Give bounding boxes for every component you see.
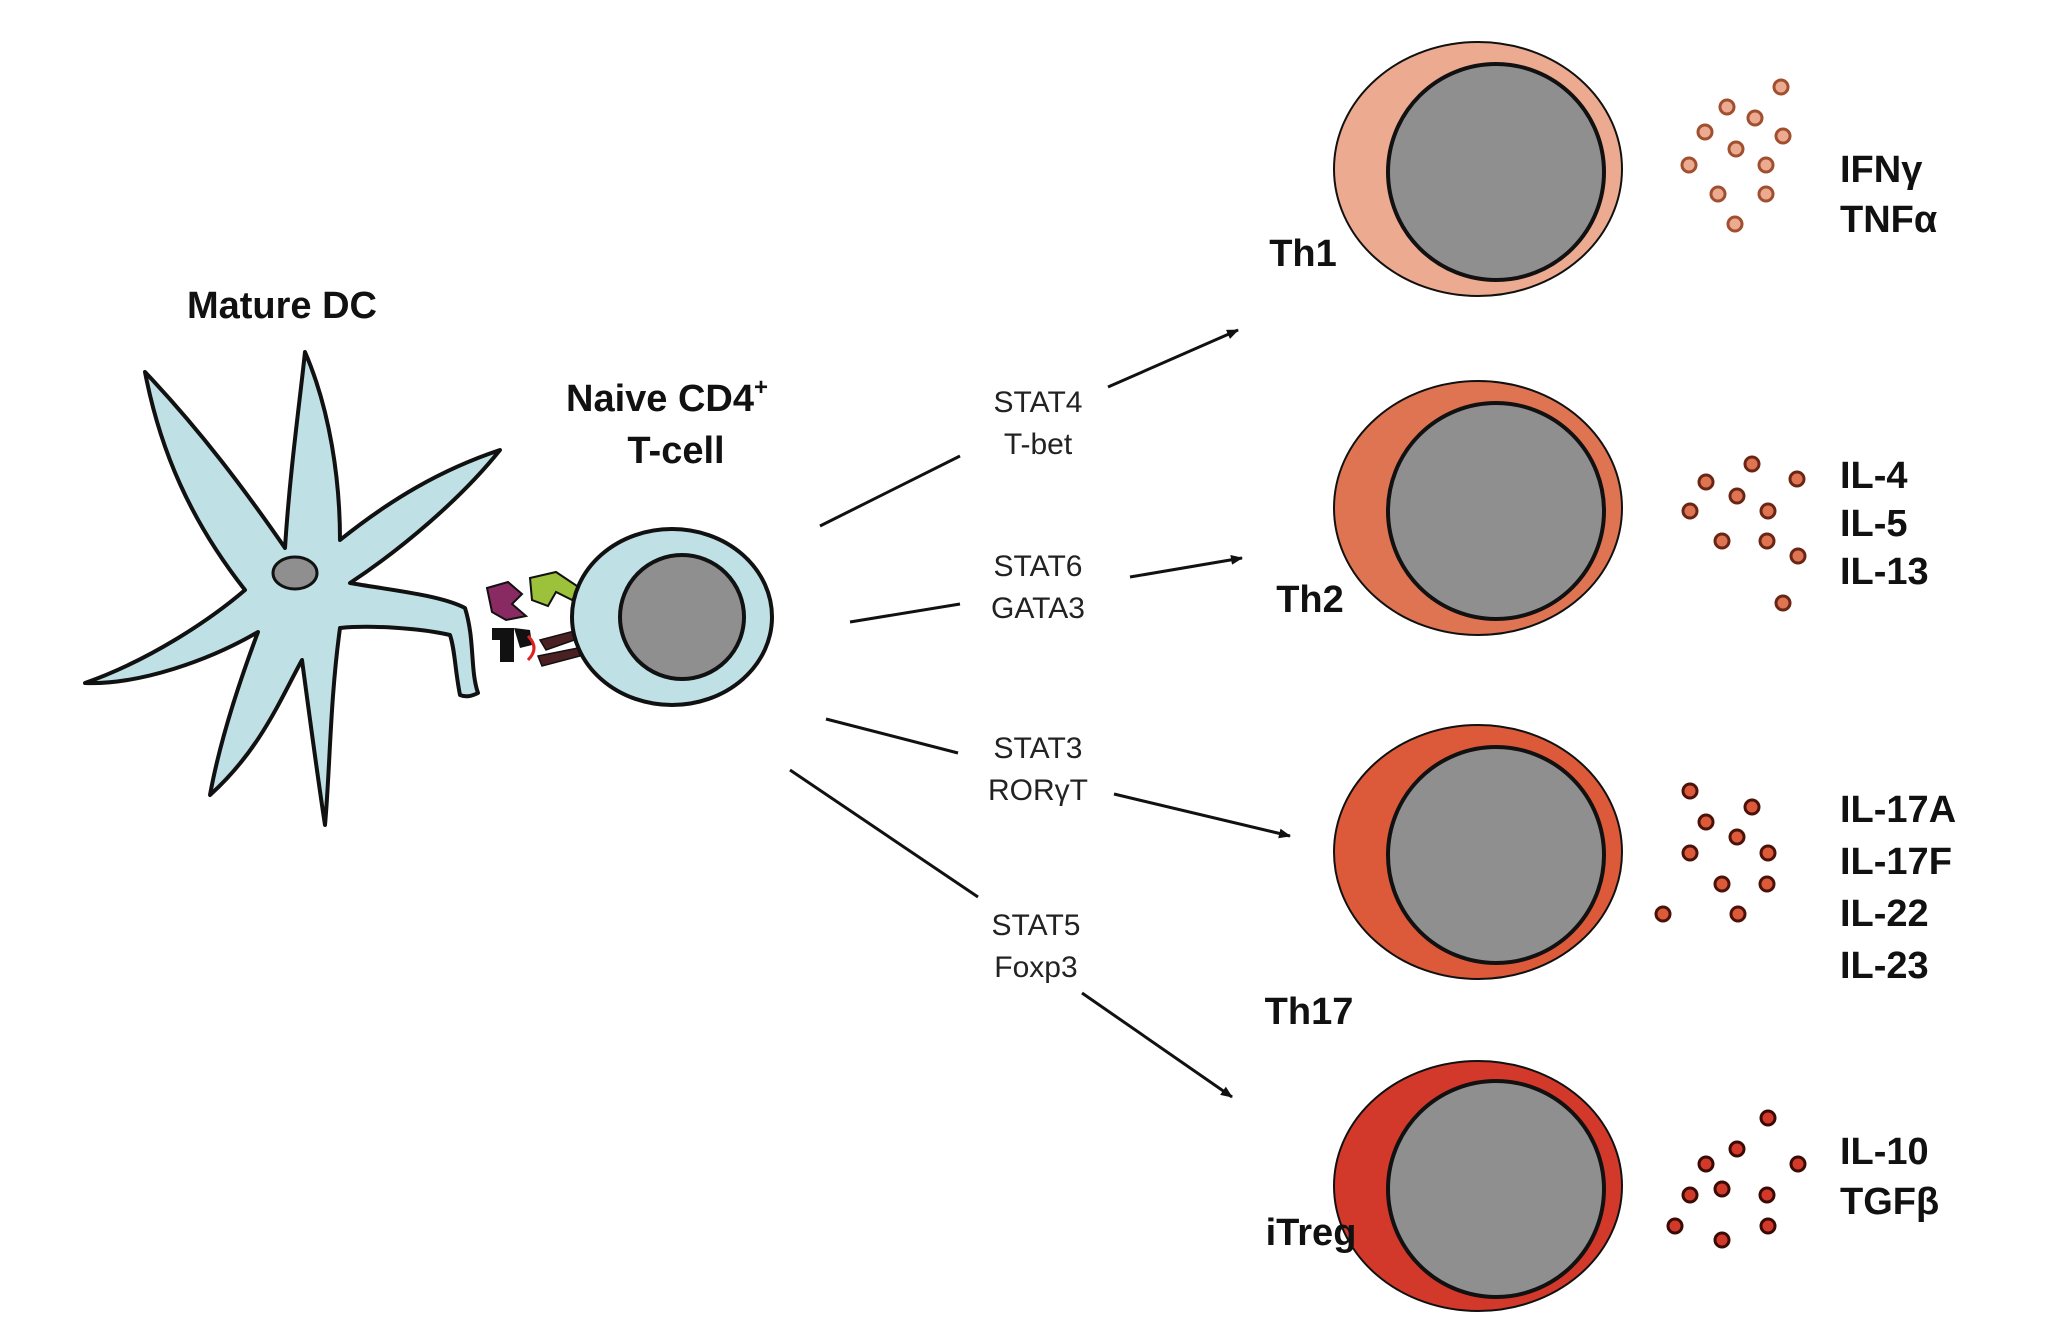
th1-cytokine-dots [1680, 78, 1792, 233]
cytokine-dot [1759, 502, 1777, 520]
cytokine-dot [1729, 905, 1747, 923]
th1-cell [1333, 41, 1623, 297]
tf-th17-stat: STAT3 [994, 732, 1083, 765]
cytokine-dot [1713, 875, 1731, 893]
mhc-molecule-icon [485, 580, 529, 622]
arrow-th2-head [1129, 554, 1243, 579]
cytokine-dot [1727, 140, 1745, 158]
cytokine-dot [1696, 123, 1714, 141]
cytokine-dot [1757, 156, 1775, 174]
cytokine-dot [1728, 1140, 1746, 1158]
th1-cytokine-1: IFNγ [1840, 149, 1922, 191]
arrow-th1-head [1107, 328, 1239, 389]
differentiation-arrows [789, 328, 1291, 1099]
cytokine-dot [1759, 1217, 1777, 1235]
mature-dendritic-cell [83, 350, 532, 827]
th17-cytokine-dots [1654, 782, 1777, 923]
cytokine-dot [1774, 127, 1792, 145]
cytokine-dot [1743, 455, 1761, 473]
cytokine-dot [1718, 98, 1736, 116]
cytokine-dot [1774, 594, 1792, 612]
th2-cytokine-2: IL-5 [1840, 503, 1908, 545]
tf-th2-master: GATA3 [991, 592, 1085, 625]
itreg-cytokine-1: IL-10 [1840, 1131, 1929, 1173]
cytokine-dot [1789, 1155, 1807, 1173]
itreg-label: iTreg [1266, 1212, 1357, 1254]
th17-cytokine-3: IL-22 [1840, 893, 1929, 935]
th2-cytokine-dots [1681, 455, 1807, 612]
cytokine-dot [1758, 532, 1776, 550]
tf-th2-stat: STAT6 [994, 550, 1083, 583]
th17-label: Th17 [1265, 991, 1354, 1033]
cytokine-dot [1681, 1186, 1699, 1204]
tcr-receptor-icon [528, 570, 582, 608]
transcription-factors: STAT4 T-bet STAT6 GATA3 STAT3 RORγT STAT… [988, 386, 1088, 984]
cytokine-dot [1758, 875, 1776, 893]
arrow-itreg-tail [789, 768, 979, 899]
th1-label: Th1 [1269, 233, 1337, 275]
cytokine-dot [1680, 156, 1698, 174]
cytokine-dot [1746, 109, 1764, 127]
naive-t-cell-label: Naive CD4+ [566, 374, 768, 420]
th2-nucleus [1386, 401, 1606, 621]
arrow-itreg-head [1081, 991, 1233, 1099]
cytokine-dot [1789, 547, 1807, 565]
th17-cell [1333, 724, 1623, 980]
cytokine-dot [1697, 473, 1715, 491]
th17-cytokine-1: IL-17A [1840, 789, 1956, 831]
cytokine-dot [1726, 215, 1744, 233]
th2-cytokine-3: IL-13 [1840, 551, 1929, 593]
cytokine-dot [1759, 1109, 1777, 1127]
naive-t-cell [526, 527, 774, 707]
cytokine-dot [1713, 1231, 1731, 1249]
naive-t-cell-label-line2: T-cell [627, 430, 724, 472]
tf-itreg-master: Foxp3 [994, 951, 1077, 984]
itreg-cytokine-dots [1666, 1109, 1807, 1249]
cytokine-dot [1743, 798, 1761, 816]
cytokine-dot [1728, 828, 1746, 846]
arrow-th1-tail [819, 454, 961, 528]
th17-cytokine-2: IL-17F [1840, 841, 1952, 883]
arrow-th17-head [1113, 792, 1291, 839]
tf-th1-master: T-bet [1004, 428, 1073, 461]
th2-cytokine-1: IL-4 [1840, 455, 1908, 497]
tf-th1-stat: STAT4 [994, 386, 1083, 419]
itreg-nucleus [1386, 1079, 1606, 1299]
cytokine-dot [1654, 905, 1672, 923]
cytokine-dot [1709, 185, 1727, 203]
arrow-th17-tail [825, 717, 959, 755]
naive-t-cell-nucleus [618, 553, 746, 681]
th1-nucleus [1386, 62, 1606, 282]
cytokine-dot [1681, 844, 1699, 862]
costim-ligand-right-icon [514, 628, 532, 648]
cytokine-dot [1681, 502, 1699, 520]
cytokine-dot [1772, 78, 1790, 96]
cytokine-dot [1758, 1186, 1776, 1204]
th17-cytokine-4: IL-23 [1840, 945, 1929, 987]
dendritic-cell-nucleus [271, 555, 319, 591]
cytokine-dot [1788, 470, 1806, 488]
cytokine-dot [1697, 813, 1715, 831]
itreg-cell [1333, 1060, 1623, 1312]
itreg-cytokine-2: TGFβ [1840, 1181, 1939, 1223]
mature-dc-label: Mature DC [187, 285, 377, 327]
cytokine-dot [1759, 844, 1777, 862]
cytokine-dot [1728, 487, 1746, 505]
tf-th17-master: RORγT [988, 774, 1088, 807]
cytokine-dot [1713, 1180, 1731, 1198]
cytokine-dot [1666, 1217, 1684, 1235]
th17-nucleus [1386, 745, 1606, 965]
arrow-th2-tail [849, 602, 961, 624]
cytokine-dot [1713, 532, 1731, 550]
th2-cell [1333, 380, 1623, 636]
cytokine-dot [1697, 1155, 1715, 1173]
th1-cytokine-2: TNFα [1840, 199, 1937, 241]
synapse-contact-icon [526, 634, 536, 662]
tf-itreg-stat: STAT5 [992, 909, 1081, 942]
cytokine-dot [1681, 782, 1699, 800]
th2-label: Th2 [1276, 579, 1344, 621]
costim-ligand-left-icon [492, 628, 514, 662]
cytokine-dot [1757, 185, 1775, 203]
